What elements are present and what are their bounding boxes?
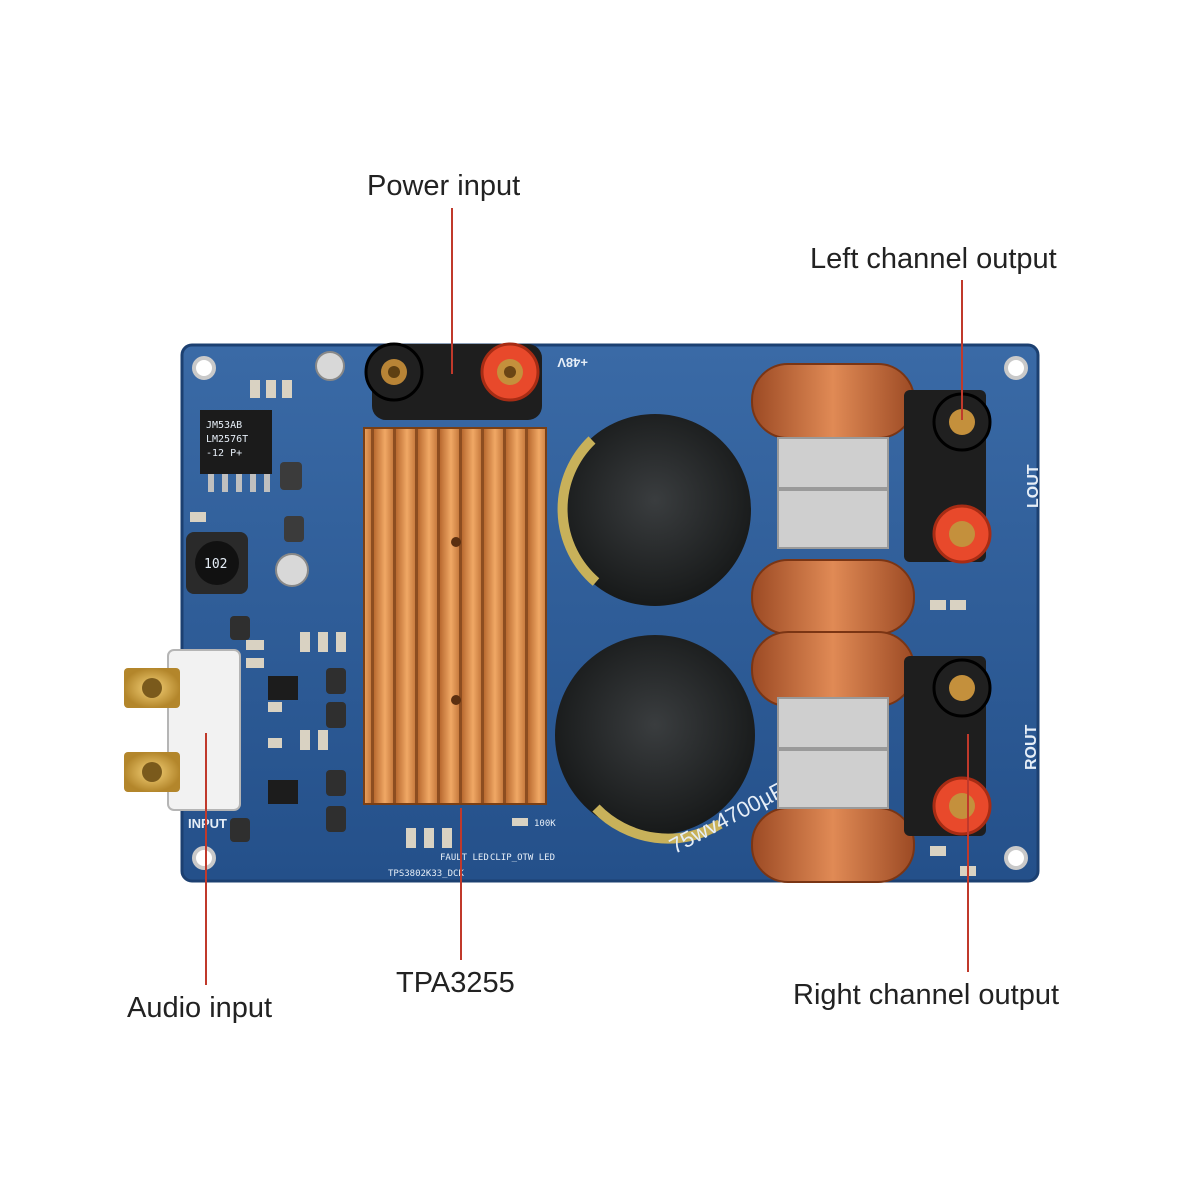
regulator-code: JM53AB — [206, 420, 242, 431]
regulator-chip: JM53AB LM2576T -12 P+ — [200, 410, 272, 492]
callout-audio-input: Audio input — [127, 992, 273, 1024]
tps-silkscreen: TPS3802K33_DCK — [388, 869, 464, 879]
clip-led-silkscreen: CLIP_OTW LED — [490, 853, 555, 863]
black-terminal — [364, 342, 424, 402]
film-capacitors — [777, 437, 889, 809]
inductor-code: 102 — [204, 557, 227, 572]
regulator-suffix: -12 P+ — [206, 448, 242, 459]
power-input-terminals: +48V — [364, 342, 588, 420]
resistor-100k-silkscreen: 100K — [534, 819, 556, 829]
callout-right-channel-output: Right channel output — [793, 979, 1060, 1011]
leader-right-channel-output — [967, 734, 969, 972]
callout-tpa3255: TPA3255 — [396, 967, 515, 999]
regulator-label: LM2576T — [206, 434, 248, 445]
rout-silkscreen: ROUT — [1023, 724, 1040, 770]
leader-audio-input — [205, 733, 207, 985]
op-amp-chips — [268, 676, 298, 804]
mounting-holes — [192, 356, 1028, 870]
rca-jacks — [124, 649, 241, 811]
small-electrolytics — [275, 351, 345, 587]
input-caps — [230, 616, 346, 842]
leader-power-input — [451, 208, 453, 374]
callout-power-input: Power input — [367, 170, 521, 202]
left-output-terminals: LOUT — [904, 390, 1042, 564]
callout-left-channel-output: Left channel output — [810, 243, 1057, 275]
filter-capacitor-top — [557, 414, 751, 606]
fault-led-silkscreen: FAULT LED — [440, 853, 489, 863]
smd-components — [190, 380, 976, 876]
leader-tpa3255 — [460, 808, 462, 960]
leader-left-channel-output — [961, 280, 963, 420]
right-output-terminals: ROUT — [904, 656, 1040, 836]
plus48v-silkscreen: +48V — [557, 355, 588, 370]
power-inductor: 102 — [186, 532, 248, 594]
lout-silkscreen: LOUT — [1025, 464, 1042, 508]
heatsink — [363, 427, 547, 805]
output-coils — [751, 363, 915, 883]
input-silkscreen: INPUT — [188, 816, 227, 831]
red-terminal — [480, 342, 540, 402]
